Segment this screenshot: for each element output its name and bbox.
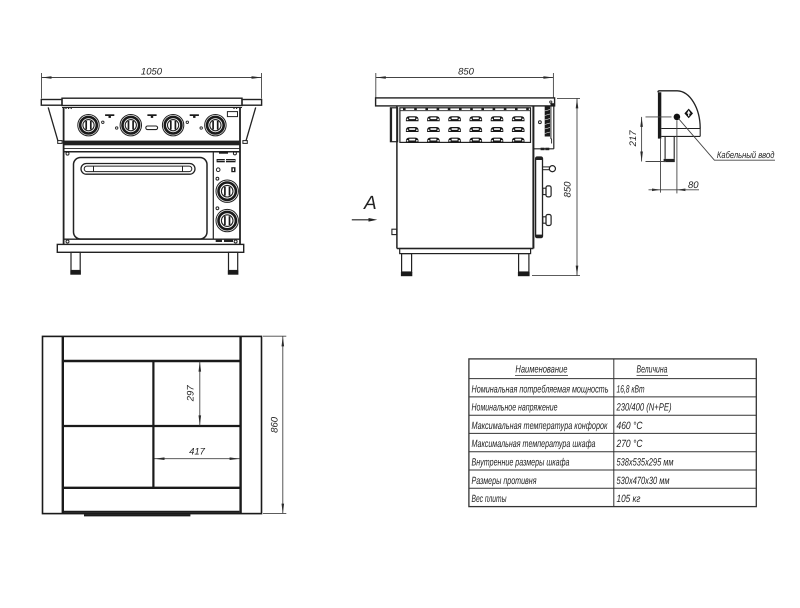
svg-text:1050: 1050 [141, 67, 163, 78]
svg-text:270 °C: 270 °C [616, 438, 643, 450]
svg-text:Максимальная температура конфо: Максимальная температура конфорок [472, 420, 609, 432]
svg-text:217: 217 [628, 130, 639, 148]
svg-text:297: 297 [186, 385, 197, 403]
svg-text:Внутренние размеры шкафа: Внутренние размеры шкафа [472, 457, 570, 469]
svg-text:230/400 (N+PE): 230/400 (N+PE) [616, 402, 672, 414]
svg-text:Вес плиты: Вес плиты [472, 493, 507, 505]
svg-text:Наименование: Наименование [515, 364, 567, 376]
svg-text:Номинальное напряжение: Номинальное напряжение [472, 402, 558, 414]
svg-text:Величина: Величина [637, 364, 668, 376]
svg-text:Размеры противня: Размеры противня [472, 475, 537, 487]
svg-text:860: 860 [269, 416, 280, 433]
svg-text:850: 850 [458, 67, 475, 78]
svg-text:Кабельный ввод: Кабельный ввод [717, 150, 775, 161]
svg-text:850: 850 [562, 181, 573, 198]
svg-text:80: 80 [688, 180, 699, 191]
svg-text:16,8 кВт: 16,8 кВт [617, 383, 645, 395]
svg-text:105 кг: 105 кг [617, 493, 641, 505]
svg-text:Номинальная потребляемая мощно: Номинальная потребляемая мощность [472, 383, 609, 395]
svg-text:А: А [363, 193, 377, 214]
svg-text:538х535х295 мм: 538х535х295 мм [617, 457, 674, 469]
svg-text:Максимальная температура шкафа: Максимальная температура шкафа [472, 438, 596, 450]
svg-text:460 °C: 460 °C [617, 420, 643, 432]
svg-text:530х470х30 мм: 530х470х30 мм [617, 475, 670, 487]
svg-text:417: 417 [189, 447, 206, 458]
